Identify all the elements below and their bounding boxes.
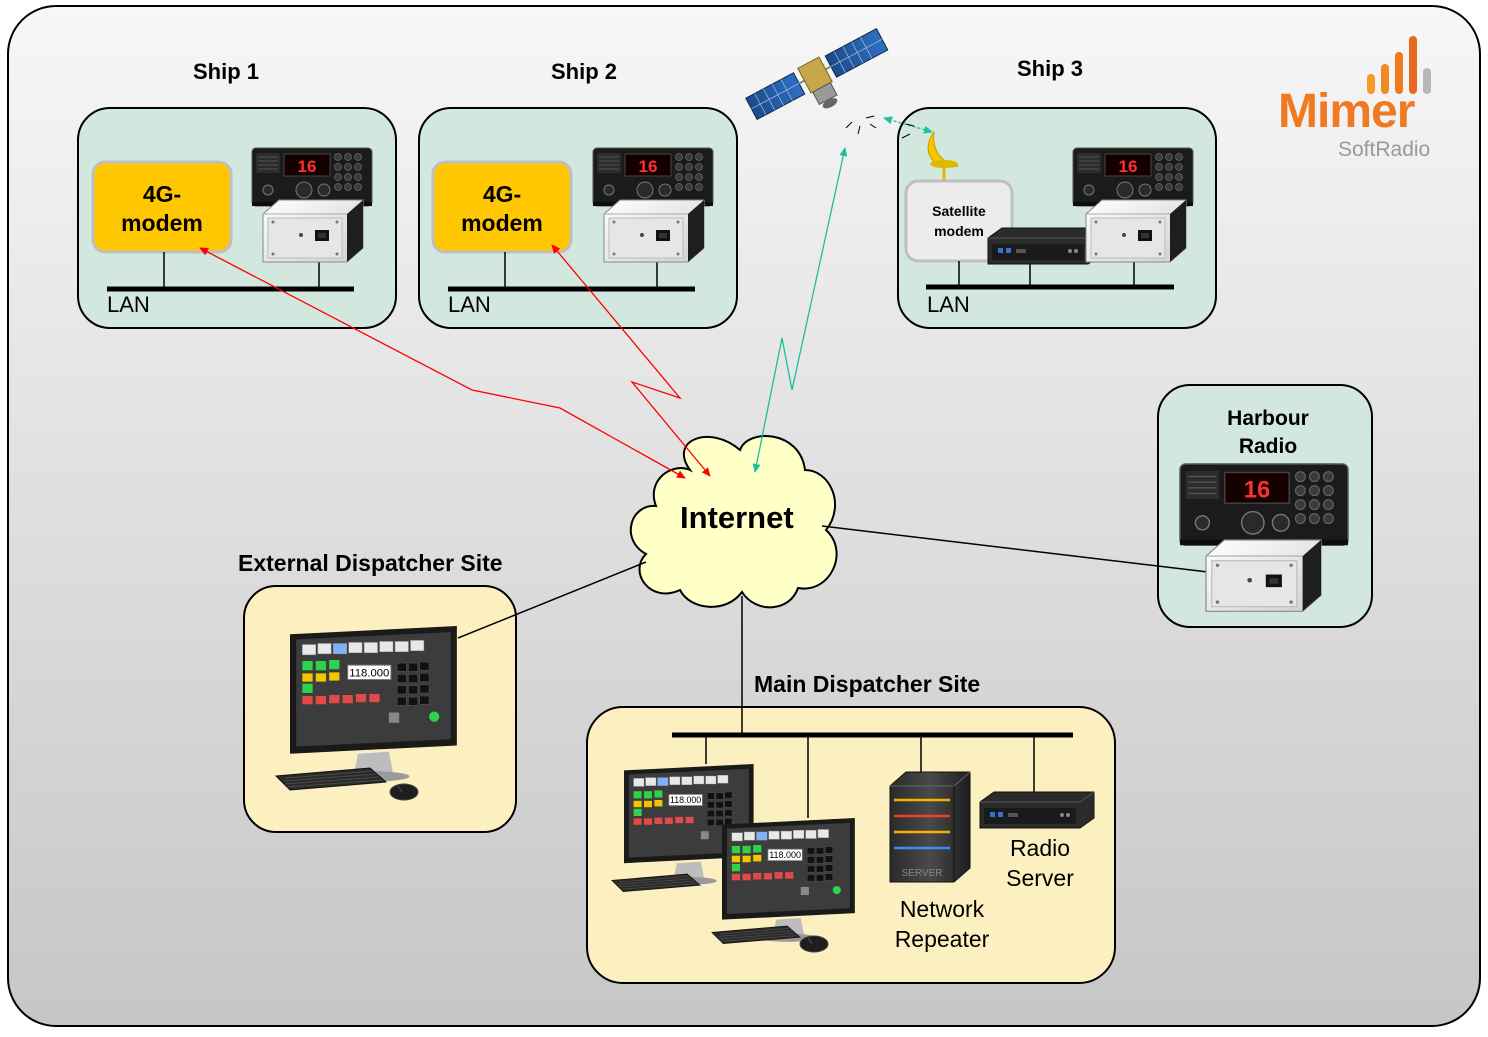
- ship-1-modem: [91, 160, 233, 254]
- ship-2-lan-label: LAN: [448, 292, 491, 317]
- ship-3-title: Ship 3: [1017, 56, 1084, 81]
- ship-3-lan-label: LAN: [927, 292, 970, 317]
- svg-text:SERVER: SERVER: [902, 868, 943, 879]
- vhf-radio-icon: [1179, 463, 1349, 546]
- satellite-signal-icon: [845, 115, 915, 139]
- radio-gateway-icon: [603, 199, 705, 263]
- brand-logo-bars: [1367, 36, 1431, 94]
- vhf-radio-icon: [592, 147, 714, 207]
- radio-gateway-icon: [1205, 539, 1322, 612]
- dish-antenna-icon: [927, 130, 959, 168]
- mini-pc-icon: [979, 791, 1095, 829]
- internet-label: Internet: [680, 500, 794, 535]
- harbour-radio-title: Harbour Radio: [1227, 407, 1309, 458]
- mouse-icon: [389, 783, 419, 801]
- radio-gateway-icon: [262, 199, 364, 263]
- logo-sub: SoftRadio: [1338, 138, 1431, 161]
- vhf-radio-icon: [251, 147, 373, 207]
- internet-satellite-link: [752, 147, 848, 473]
- external-site-link: [457, 561, 647, 639]
- ship-2-title: Ship 2: [551, 59, 618, 84]
- ship-2-modem-label: 4G- modem: [461, 181, 543, 236]
- main-site-title: Main Dispatcher Site: [754, 671, 981, 697]
- network-repeater-label: Network Repeater: [894, 896, 990, 952]
- mouse-icon: [799, 935, 829, 953]
- radio-gateway-icon: [1085, 199, 1187, 263]
- vhf-radio-icon: [1072, 147, 1194, 207]
- harbour-link: [821, 525, 1209, 573]
- server-tower-icon: SERVER: [889, 771, 971, 883]
- external-site-title: External Dispatcher Site: [238, 550, 503, 576]
- ship-1-lan-label: LAN: [107, 292, 150, 317]
- ship-1-modem-label: 4G- modem: [121, 181, 203, 236]
- ship-2-4g-link: [551, 244, 711, 477]
- ship-3-modem-label: Satellite modem: [932, 203, 986, 239]
- ship-1-title: Ship 1: [193, 59, 260, 84]
- logo-name: Mimer: [1278, 85, 1415, 138]
- satellite-icon: [745, 28, 889, 121]
- radio-server-label: Radio Server: [1006, 835, 1074, 891]
